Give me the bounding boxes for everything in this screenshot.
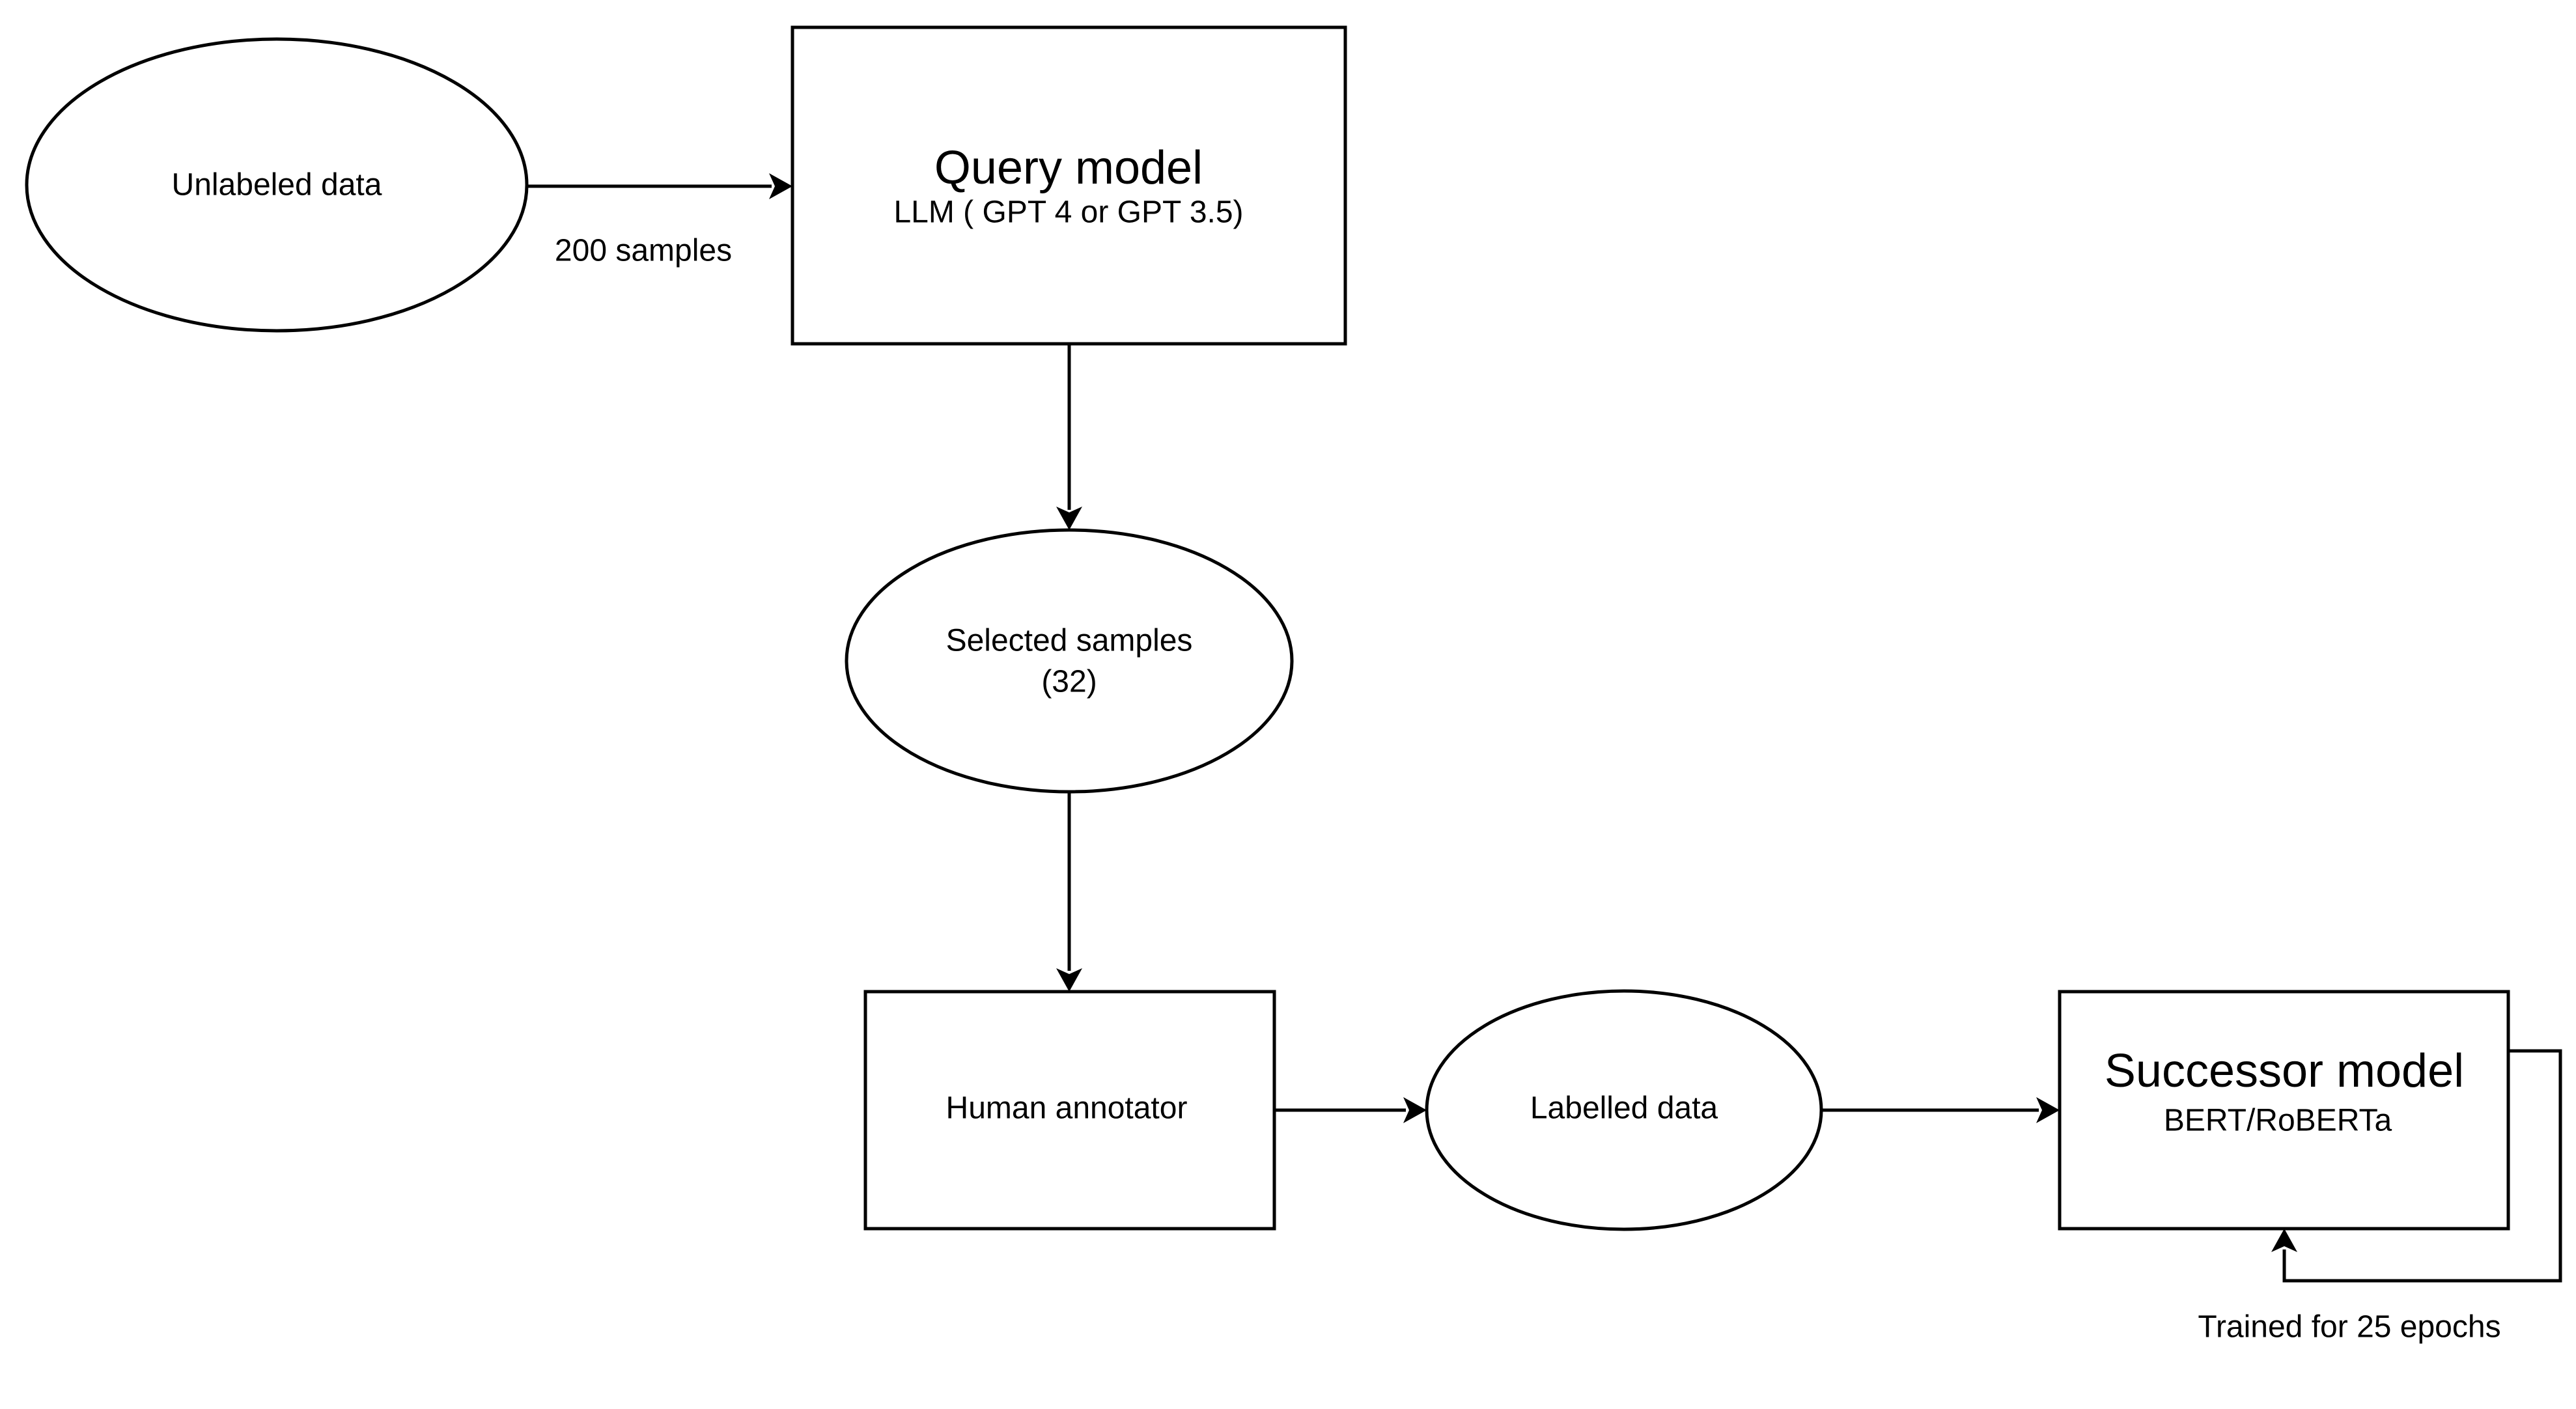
edge-unlabeled-to-query-label: 200 samples [555,234,732,268]
node-query-model-title: Query model [934,142,1203,194]
edge-query-to-selected [1056,344,1082,530]
edge-labelled-to-successor-arrowhead [2036,1097,2060,1123]
node-human-annotator-label: Human annotator [946,1091,1188,1126]
edge-selected-to-annotator-arrowhead [1056,968,1082,992]
edge-unlabeled-to-query-arrowhead [769,173,792,199]
edge-selected-to-annotator [1056,792,1082,992]
node-successor-model-subtitle: BERT/RoBERTa [2164,1104,2392,1138]
edge-labelled-to-successor [1821,1097,2060,1123]
node-query-model: Query model LLM ( GPT 4 or GPT 3.5) [791,25,1347,346]
node-unlabeled-data: Unlabeled data [25,37,529,333]
node-human-annotator-shape [863,990,1276,1231]
node-unlabeled-data-label: Unlabeled data [172,168,382,202]
node-human-annotator: Human annotator [863,990,1276,1231]
node-labelled-data: Labelled data [1425,989,1823,1231]
node-successor-model-title: Successor model [2105,1045,2464,1097]
node-query-model-subtitle: LLM ( GPT 4 or GPT 3.5) [893,195,1243,230]
edge-successor-loop-arrowhead [2271,1229,2297,1252]
edge-successor-loop: Trained for 25 epochs [2198,1049,2562,1345]
node-selected-samples-shape [845,528,1294,794]
edge-query-to-selected-arrowhead [1056,507,1082,530]
node-selected-samples: Selected samples (32) [845,528,1294,794]
node-successor-model: Successor model BERT/RoBERTa [2058,990,2510,1231]
edge-successor-loop-label: Trained for 25 epochs [2198,1310,2500,1345]
node-labelled-data-label: Labelled data [1530,1091,1718,1126]
edge-unlabeled-to-query: 200 samples [527,173,792,268]
node-selected-samples-label: Selected samples [946,624,1193,658]
node-selected-samples-count: (32) [1041,665,1097,699]
node-query-model-shape [791,25,1347,346]
edge-successor-loop-line [2282,1049,2562,1283]
edge-annotator-to-labelled-arrowhead [1403,1097,1427,1123]
node-successor-model-shape [2058,990,2510,1231]
edge-annotator-to-labelled [1274,1097,1427,1123]
